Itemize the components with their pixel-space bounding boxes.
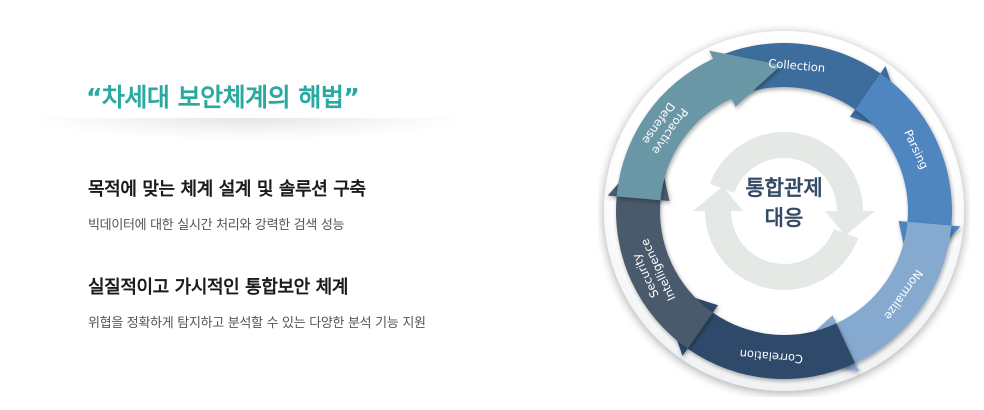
center-label-line-1: 통합관제 [745, 176, 822, 200]
headline: “차세대 보안체계의 해법” [86, 83, 360, 112]
cycle-segment-label-line: Collection [768, 56, 826, 75]
feature-desc: 빅데이터에 대한 실시간 처리와 강력한 검색 성능 [88, 218, 345, 233]
cycle-svg: CollectionParsingNormalizeCorrelationSec… [604, 31, 964, 391]
cycle-segment-label: Correlation [739, 347, 803, 366]
center-label-line-2: 대응 [765, 206, 804, 230]
center-arrows [693, 131, 875, 291]
cycle-segment-label-line: Correlation [739, 347, 803, 366]
cycle-segment-label: Collection [768, 56, 826, 75]
intro-panel: “차세대 보안체계의 해법” 목적에 맞는 체계 설계 및 솔루션 구축 빅데이… [28, 83, 468, 331]
feature-block-1: 목적에 맞는 체계 설계 및 솔루션 구축 빅데이터에 대한 실시간 처리와 강… [88, 175, 366, 233]
center-cycle-arrow [693, 186, 859, 291]
feature-title: 목적에 맞는 체계 설계 및 솔루션 구축 [88, 179, 366, 200]
headline-shadow [28, 118, 468, 140]
feature-desc: 위협을 정확하게 탐지하고 분석할 수 있는 다양한 분석 기능 지원 [88, 316, 426, 331]
feature-block-2: 실질적이고 가시적인 통합보안 체계 위협을 정확하게 탐지하고 분석할 수 있… [88, 273, 426, 331]
center-cycle-arrow [709, 131, 875, 236]
cycle-segment [616, 50, 782, 201]
feature-title: 실질적이고 가시적인 통합보안 체계 [88, 277, 348, 298]
